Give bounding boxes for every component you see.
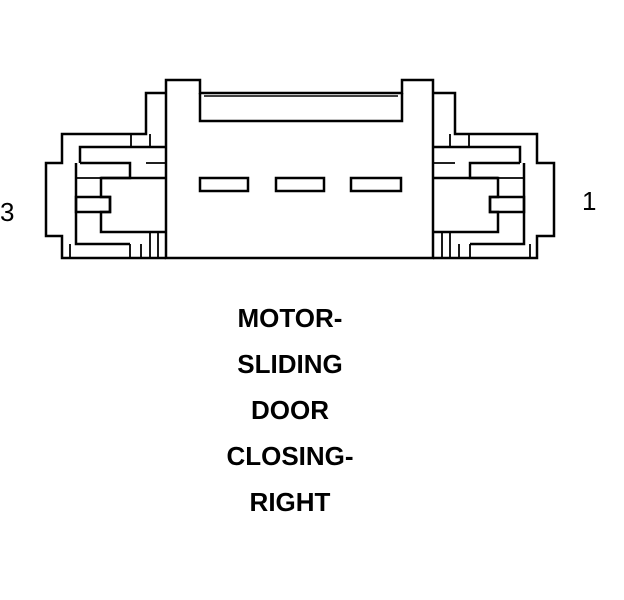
terminal-slot	[349, 176, 403, 193]
connector-body-outline	[164, 78, 435, 260]
title-line-2: SLIDING	[237, 349, 343, 379]
left-flange	[44, 91, 166, 260]
connector-title: MOTOR- SLIDING DOOR CLOSING- RIGHT	[190, 300, 390, 530]
terminal-slot	[274, 176, 326, 193]
pin-label-right: 1	[582, 186, 597, 216]
pin-label-left: 3	[0, 197, 15, 227]
connector-latch	[198, 93, 404, 123]
title-line-5: RIGHT	[249, 487, 331, 517]
title-line-3: DOOR	[251, 395, 329, 425]
title-line-4: CLOSING-	[226, 441, 354, 471]
title-line-1: MOTOR-	[237, 303, 343, 333]
terminal-slot	[198, 176, 250, 193]
right-flange	[433, 91, 556, 260]
